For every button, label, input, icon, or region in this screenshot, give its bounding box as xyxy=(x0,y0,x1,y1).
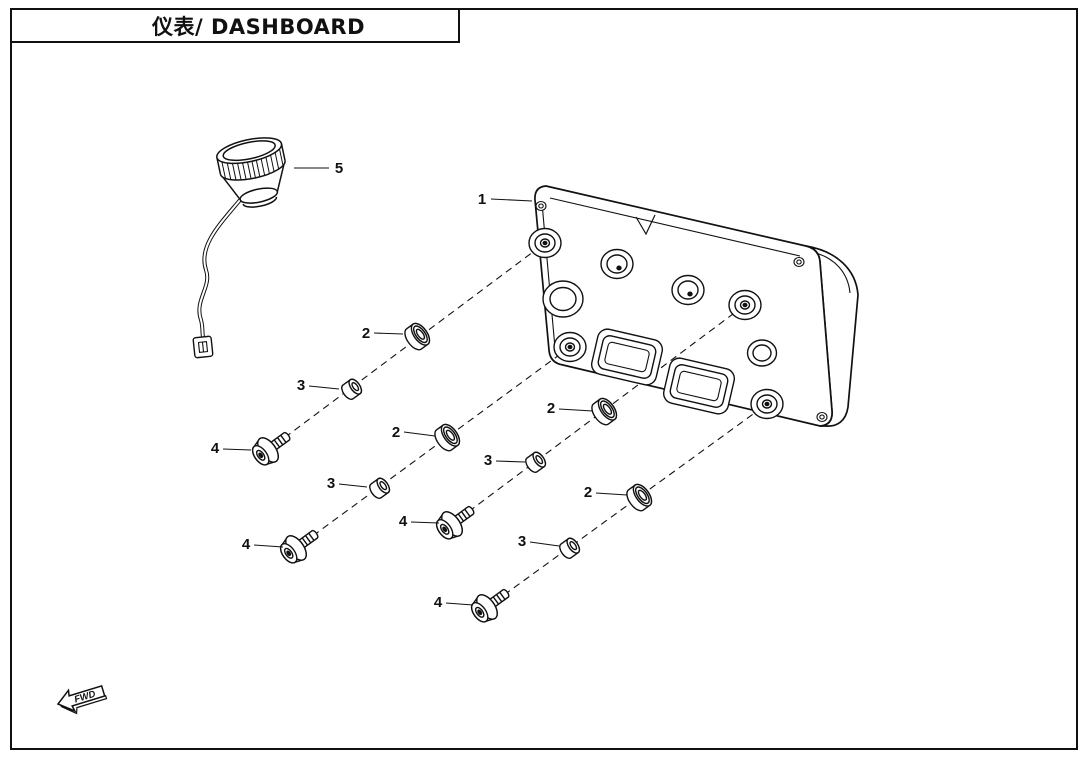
cable xyxy=(197,198,242,338)
title-block: 仪表/ DASHBOARD xyxy=(10,8,460,43)
dashed-axis-line-2 xyxy=(283,346,571,558)
spacer-part-2 xyxy=(366,475,393,502)
leader-4a xyxy=(222,448,252,451)
mounting-boss-4 xyxy=(750,388,784,420)
drawing-border xyxy=(10,8,1078,750)
dashed-axis-line-1 xyxy=(255,242,546,460)
screw-part-1 xyxy=(246,423,298,471)
screw-part-4 xyxy=(465,580,517,628)
leader-4c xyxy=(410,521,440,524)
washer-part-1 xyxy=(400,319,434,354)
mounting-boss-1 xyxy=(528,227,562,259)
callout-part3-a: 3 xyxy=(297,377,305,394)
callout-part2-a: 2 xyxy=(362,325,370,342)
mounting-boss-3 xyxy=(728,289,762,321)
leader-2c xyxy=(558,408,594,412)
mounting-boss-2 xyxy=(553,331,587,363)
washer-part-3 xyxy=(587,394,621,429)
connector-cap xyxy=(216,137,286,208)
leader-2a xyxy=(373,332,404,335)
leader-3a xyxy=(308,385,340,390)
feature-boss-c xyxy=(746,339,778,367)
screw-part-2 xyxy=(274,521,326,569)
feature-boss-b xyxy=(671,274,705,306)
callout-part2-d: 2 xyxy=(584,484,592,501)
assembly-axis-lines xyxy=(255,242,768,617)
screw-part-3 xyxy=(430,497,482,545)
connector-socket-left xyxy=(590,328,664,386)
feature-boss-a xyxy=(600,248,634,280)
page-title: 仪表/ DASHBOARD xyxy=(152,14,366,39)
dashed-axis-line-3 xyxy=(439,304,746,534)
cable-connector xyxy=(192,335,214,359)
feature-boss-large xyxy=(542,280,584,318)
callout-part4-b: 4 xyxy=(242,536,251,553)
leader-4b xyxy=(253,544,284,548)
callout-part1: 1 xyxy=(478,191,486,208)
dashboard-features xyxy=(528,227,784,420)
washer-part-4 xyxy=(622,480,656,515)
leader-2d xyxy=(595,492,628,496)
leader-4d xyxy=(445,602,474,606)
callout-part4-d: 4 xyxy=(434,594,443,611)
leader-3d xyxy=(529,541,560,547)
leader-3b xyxy=(338,483,368,488)
callout-part2-c: 2 xyxy=(547,400,555,417)
connector-socket-right xyxy=(662,357,736,415)
callout-part4-a: 4 xyxy=(211,440,220,457)
callout-part4-c: 4 xyxy=(399,513,408,530)
spacer-part-4 xyxy=(556,535,583,562)
corner-screw xyxy=(535,200,828,423)
callout-part3-c: 3 xyxy=(484,452,492,469)
spacer-part-1 xyxy=(338,376,365,403)
dashed-axis-line-4 xyxy=(474,403,768,617)
callout-labels: 1 5 2 3 4 2 3 4 2 3 4 2 3 4 xyxy=(211,160,592,611)
callout-part5: 5 xyxy=(335,160,343,177)
callout-part3-d: 3 xyxy=(518,533,526,550)
leader-2b xyxy=(403,431,436,437)
callout-part2-b: 2 xyxy=(392,424,400,441)
leader-3c xyxy=(495,460,526,463)
fwd-arrow: FWD xyxy=(56,685,108,715)
spacer-part-3 xyxy=(522,449,549,476)
leader-part1 xyxy=(490,198,533,202)
callout-part3-b: 3 xyxy=(327,475,335,492)
leader-lines xyxy=(222,167,628,606)
washer-part-2 xyxy=(430,420,464,455)
